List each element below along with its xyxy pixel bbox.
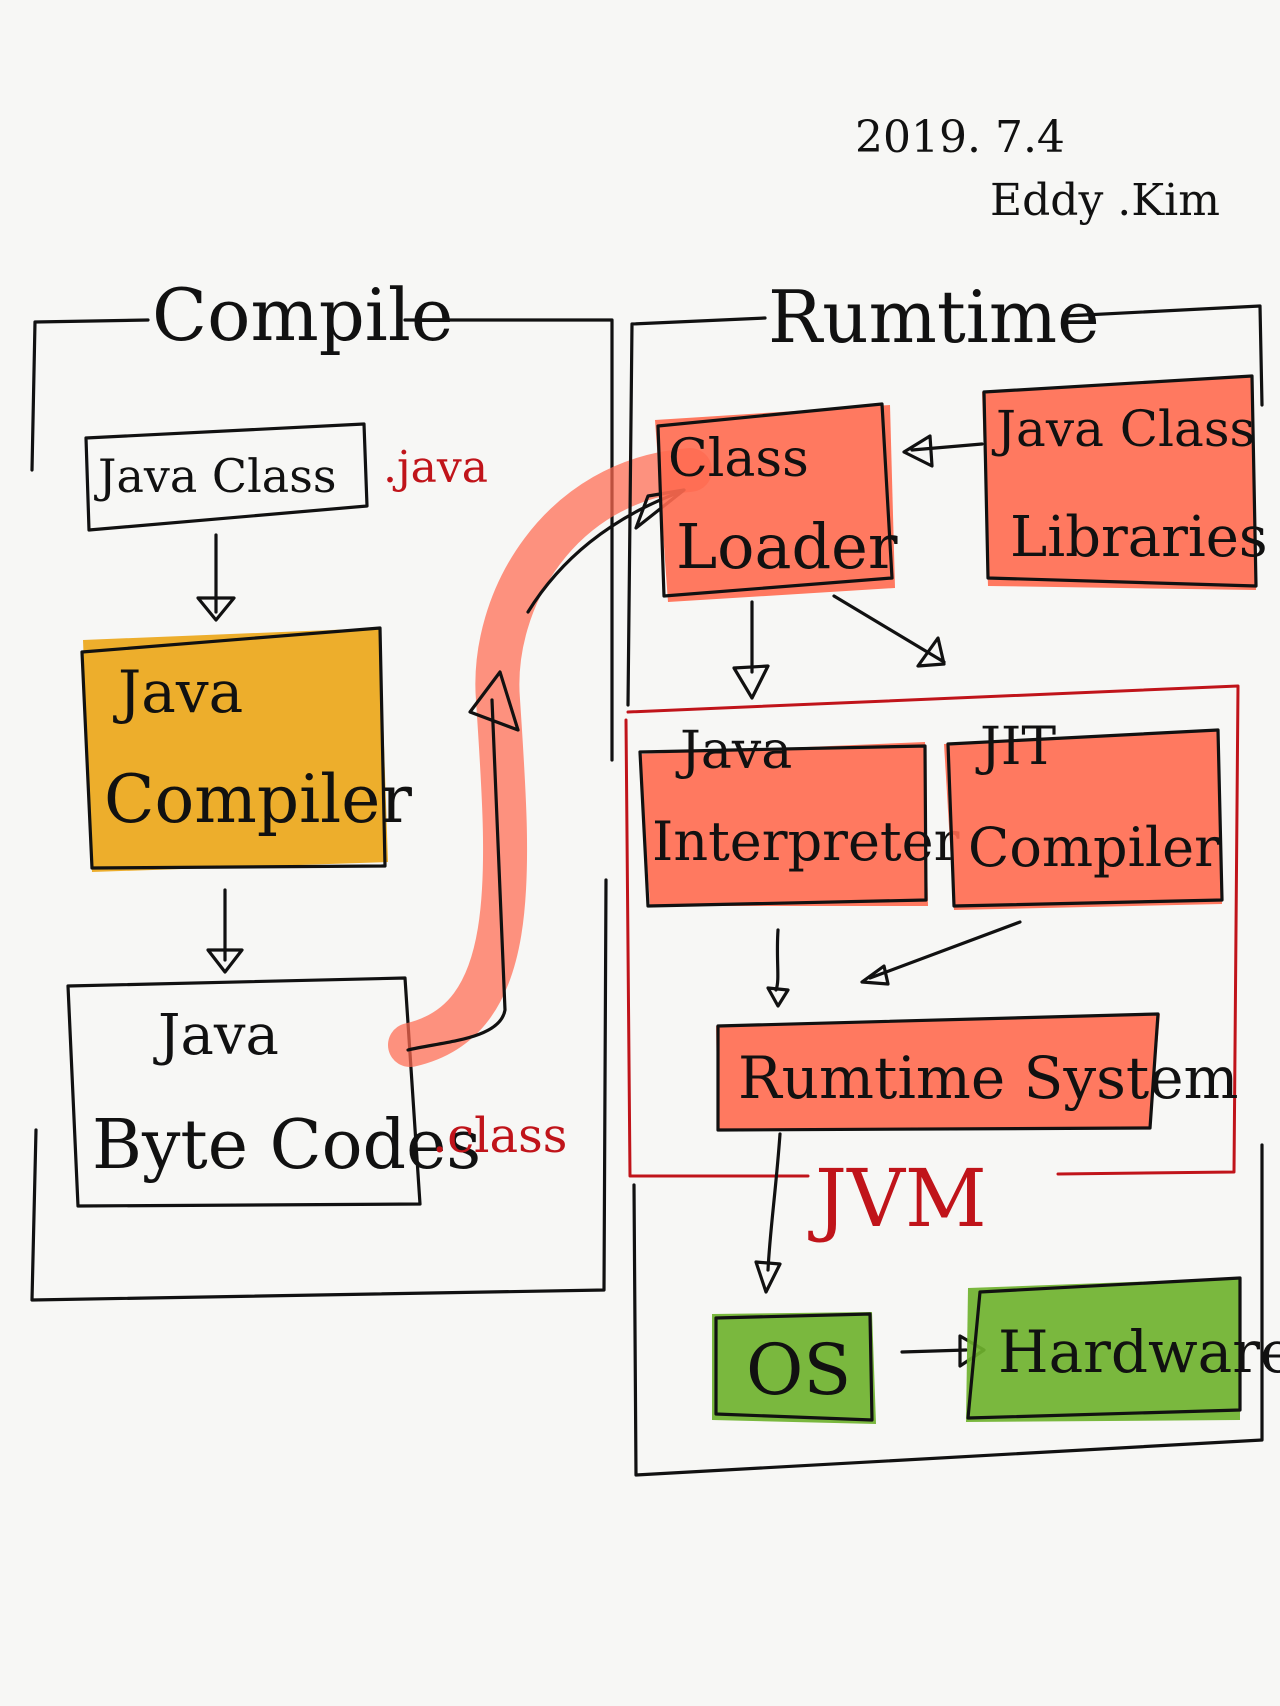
arrow-head-icon [916,636,946,668]
libs-line2: Libraries [1010,505,1268,570]
java-ext-label: .java [383,442,488,493]
interpreter-line2: Interpreter [652,810,960,873]
java-class-label: Java Class [94,449,336,503]
compile-title: Compile [152,273,453,357]
runtime-system-label: Rumtime System [738,1044,1239,1112]
jit-fill [944,730,1222,910]
hardware-label: Hardware [998,1318,1280,1386]
runtime-frame [626,304,1264,1477]
arrow-head-icon [732,664,770,700]
os-fill [712,1312,876,1424]
arrow-head-icon [196,596,236,622]
libs-line1: Java Class [991,400,1255,458]
class-libraries-fill [982,376,1256,590]
hardware-fill [966,1278,1240,1422]
jit-box [946,728,1224,908]
class-loader-fill [655,405,895,602]
arrow-head-icon [860,964,890,986]
compiler-line2: Compiler [104,761,412,838]
os-label: OS [746,1329,851,1411]
hardware-box [966,1276,1242,1420]
arrow-head-icon [206,948,244,974]
java-compiler-fill [83,628,388,872]
class-loader-box [656,402,894,598]
class-ext-label: .class [432,1108,567,1164]
jvm-label: JVM [808,1152,987,1245]
bytecode-line2: Byte Codes [92,1106,481,1185]
runtime-title: Rumtime [768,275,1100,359]
load-flow-arrow [388,448,712,1067]
compiler-line1: Java [113,658,243,726]
author-label: Eddy .Kim [990,175,1220,226]
interpreter-line1: Java [675,721,792,781]
java-class-box [84,422,369,532]
arrow-head-icon [766,986,790,1008]
arrow-head-icon [468,670,520,732]
interpreter-box [638,744,928,908]
byte-codes-box [66,976,422,1208]
jit-line1: JIT [975,717,1056,777]
os-box [714,1312,874,1422]
date-label: 2019. 7.4 [855,112,1065,163]
loader-line2: Loader [676,510,898,583]
compile-frame [30,318,614,1302]
runtime-system-box [716,1012,1160,1132]
arrow-head-icon [754,1260,782,1294]
class-libraries-box [982,374,1258,588]
interpreter-fill [640,742,928,906]
runtime-system-fill [716,1014,1160,1130]
java-compiler-box [80,626,387,870]
jit-line2: Compiler [968,816,1220,879]
loader-line1: Class [668,429,809,489]
jvm-frame [624,684,1240,1178]
arrow-head-icon [902,434,934,468]
bytecode-line1: Java [153,1003,279,1068]
